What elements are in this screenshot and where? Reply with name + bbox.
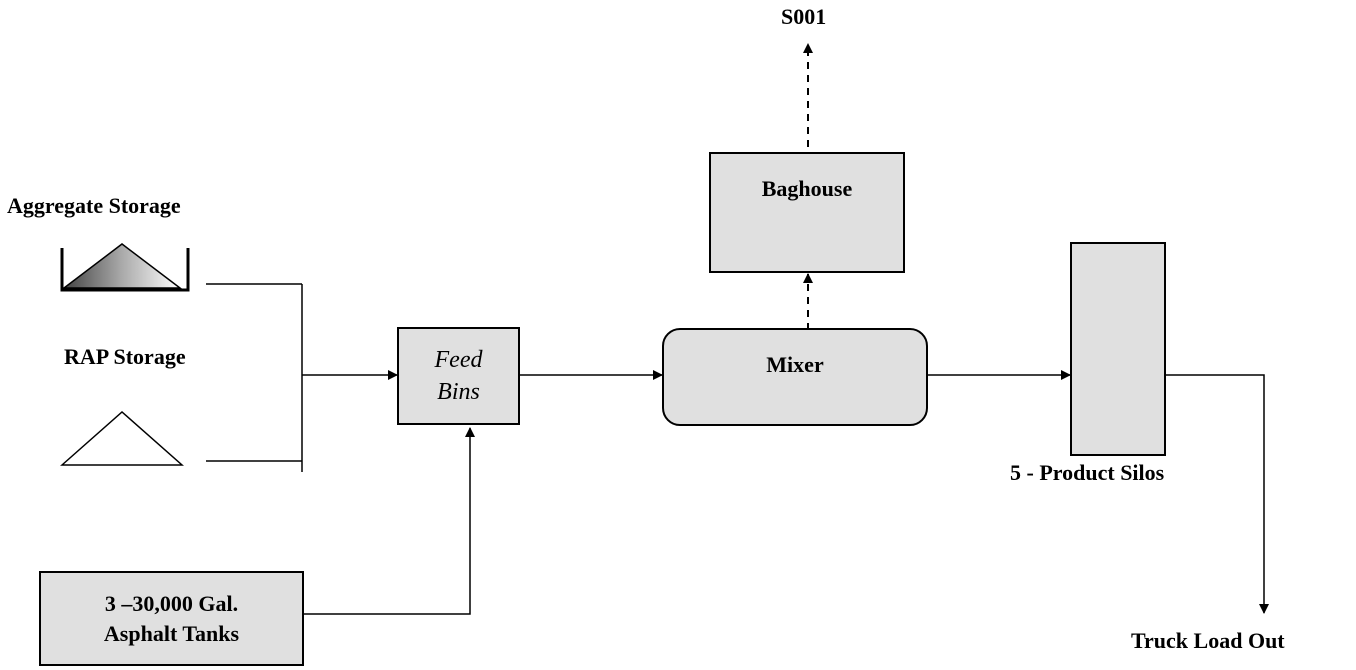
- asphalt-tanks-label-line2: Asphalt Tanks: [103, 620, 240, 646]
- mixer-label: Mixer: [766, 352, 824, 377]
- baghouse-label: Baghouse: [761, 176, 853, 201]
- s001-label: S001: [781, 4, 827, 29]
- rap-storage-pile-icon: [60, 410, 184, 466]
- product-silos-box: [1070, 242, 1166, 456]
- aggregate-storage-label: Aggregate Storage: [7, 193, 181, 218]
- asphalt-tanks-label-line1: 3 –30,000 Gal.: [104, 590, 239, 616]
- product-silos-label: 5 - Product Silos: [1010, 460, 1165, 485]
- arrow-tanks-to-feed-bins: [304, 427, 475, 615]
- feed-bins-label-line1: Feed: [434, 347, 483, 373]
- arrow-silos-to-truck: [1166, 374, 1269, 614]
- truck-load-out-label: Truck Load Out: [1131, 628, 1285, 653]
- feed-bins-label-line2: Bins: [437, 379, 480, 405]
- rap-storage-label: RAP Storage: [64, 344, 186, 369]
- baghouse-box: Baghouse: [709, 152, 905, 273]
- feed-bins-box: Feed Bins: [397, 327, 520, 425]
- aggregate-storage-bin-icon: [60, 243, 190, 292]
- asphalt-tanks-box: 3 –30,000 Gal. Asphalt Tanks: [39, 571, 304, 666]
- mixer-box: Mixer: [662, 328, 928, 426]
